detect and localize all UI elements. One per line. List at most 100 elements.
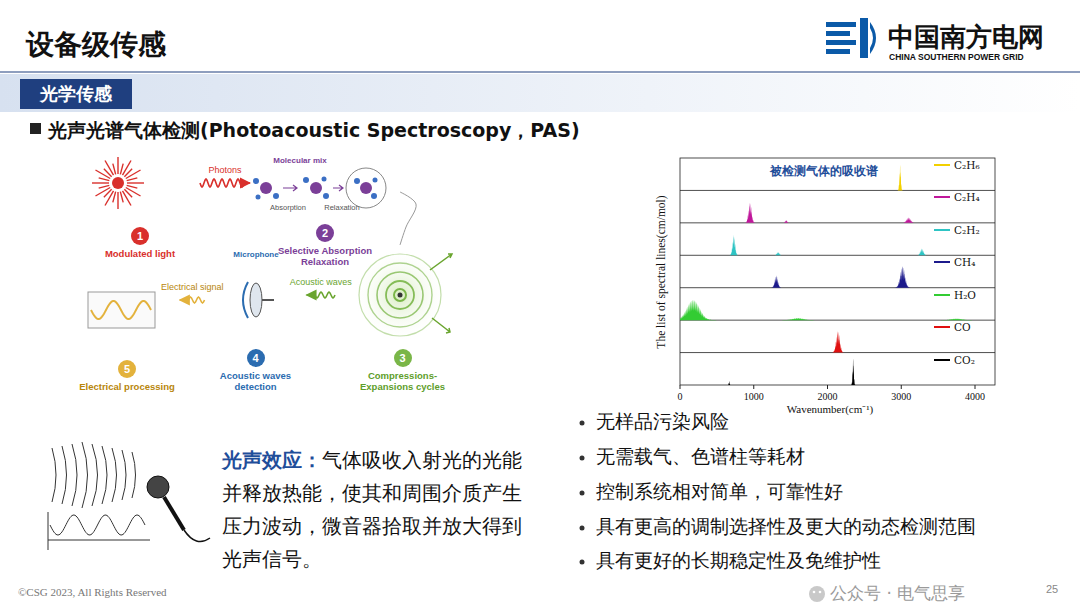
illustration-part bbox=[50, 515, 145, 535]
section-heading: 光声光谱气体检测(Photoacoustic Spectroscopy，PAS) bbox=[48, 119, 580, 142]
illustration-part bbox=[283, 185, 297, 191]
part-label: Microphone bbox=[233, 250, 278, 260]
illustration-part bbox=[680, 266, 975, 288]
header-band bbox=[0, 72, 1080, 112]
illustration-part bbox=[99, 185, 110, 188]
illustration-part bbox=[580, 456, 585, 461]
definition-paragraph: 光声效应：气体吸收入射光的光能并释放热能，使其和周围介质产生压力波动，微音器拾取… bbox=[222, 444, 534, 576]
illustration-part bbox=[95, 170, 110, 179]
callout-number: 1 bbox=[131, 227, 149, 245]
illustration-part bbox=[809, 586, 825, 602]
connector bbox=[180, 297, 205, 303]
illustration-part bbox=[0, 74, 1080, 112]
illustration-part bbox=[184, 530, 210, 542]
company-name-en: CHINA SOUTHERN POWER GRID bbox=[889, 52, 1024, 62]
electrical-signal-screen bbox=[88, 292, 155, 328]
watermark-icon bbox=[809, 586, 825, 602]
illustration-part bbox=[120, 164, 123, 175]
tick-label: 1000 bbox=[744, 391, 764, 403]
illustration-part bbox=[113, 192, 116, 203]
callout-number: 2 bbox=[316, 224, 334, 242]
illustration-part bbox=[813, 591, 816, 594]
illustration-part bbox=[48, 540, 150, 541]
feature-bullet: 控制系统相对简单，可靠性好 bbox=[596, 480, 843, 503]
callout-digit: 4 bbox=[247, 349, 265, 367]
illustration-part bbox=[680, 331, 975, 352]
illustration-part bbox=[430, 254, 452, 333]
legend-item: CH₄ bbox=[934, 256, 975, 268]
illustration-part bbox=[322, 177, 327, 182]
illustration-part bbox=[120, 192, 123, 203]
legend-text: CO bbox=[954, 321, 971, 333]
callout-number: 3 bbox=[394, 349, 412, 367]
connector bbox=[307, 292, 336, 298]
step-name: Compressions- Expansions cycles bbox=[343, 370, 463, 392]
illustration-part bbox=[826, 31, 850, 36]
illustration-part bbox=[580, 491, 585, 496]
illustration-part bbox=[354, 249, 446, 341]
connector bbox=[400, 192, 416, 245]
legend-item: C₂H₂ bbox=[934, 224, 980, 236]
microphone-icon bbox=[243, 282, 274, 318]
illustration-part bbox=[359, 254, 441, 336]
step-name: Acoustic waves detection bbox=[210, 370, 302, 392]
illustration-part bbox=[117, 192, 118, 209]
illustration-part bbox=[273, 193, 279, 199]
illustration-part bbox=[580, 560, 585, 565]
illustration-part bbox=[127, 178, 138, 181]
edge-label: Electrical signal bbox=[159, 282, 226, 292]
part-label: Relaxation bbox=[324, 203, 359, 212]
illustration-part bbox=[112, 177, 124, 189]
illustration-part bbox=[262, 299, 274, 301]
tick-label: 3000 bbox=[891, 391, 911, 403]
illustration-part bbox=[826, 49, 850, 54]
legend-item: CO₂ bbox=[934, 354, 975, 366]
callout-digit: 3 bbox=[394, 349, 412, 367]
callout-number: 4 bbox=[247, 349, 265, 367]
illustration-part bbox=[680, 300, 975, 321]
illustration-part bbox=[123, 160, 132, 175]
illustration-part bbox=[901, 385, 902, 389]
edge-label: Photons bbox=[206, 165, 243, 175]
callout-digit: 1 bbox=[131, 227, 149, 245]
illustration-part bbox=[680, 287, 995, 288]
illustration-part bbox=[113, 164, 116, 175]
illustration-part bbox=[680, 255, 995, 256]
axis-title: Wavenumber(cm⁻¹) bbox=[787, 403, 873, 416]
bullet-dots bbox=[580, 421, 585, 565]
feature-bullet: 具有更高的调制选择性及更大的动态检测范围 bbox=[596, 515, 976, 538]
illustration-part bbox=[253, 177, 378, 200]
illustration-part bbox=[123, 191, 132, 206]
legend-swatch bbox=[934, 196, 950, 198]
legend-text: C₂H₂ bbox=[954, 224, 980, 236]
illustration-part bbox=[680, 190, 995, 191]
illustration-part bbox=[260, 182, 272, 194]
legend-item: C₂H₄ bbox=[934, 191, 980, 203]
section-name: 光学传感 bbox=[40, 82, 112, 106]
copyright-note: ©CSG 2023, All Rights Reserved bbox=[18, 586, 167, 599]
absorption-spectrum-chart bbox=[680, 158, 995, 389]
illustration-part bbox=[117, 157, 118, 174]
legend-swatch bbox=[934, 359, 950, 361]
illustration-part bbox=[253, 178, 259, 184]
company-name: 中国南方电网 bbox=[888, 22, 1044, 53]
tick-label: 2000 bbox=[818, 391, 838, 403]
illustration-part bbox=[371, 193, 377, 199]
illustration-part bbox=[323, 193, 329, 199]
illustration-part bbox=[260, 182, 372, 194]
legend-text: CO₂ bbox=[954, 354, 975, 366]
legend-item: H₂O bbox=[934, 289, 976, 301]
illustration-part bbox=[256, 195, 261, 200]
illustration-part bbox=[333, 185, 343, 191]
legend-swatch bbox=[934, 326, 950, 328]
illustration-part bbox=[48, 512, 49, 550]
illustration-part bbox=[827, 385, 828, 389]
illustration-part bbox=[250, 283, 262, 317]
feature-bullet: 具有更好的长期稳定性及免维护性 bbox=[596, 549, 881, 572]
illustration-part bbox=[368, 263, 432, 327]
illustration-part bbox=[0, 71, 1080, 72]
process-step: 3Compressions- Expansions cycles bbox=[335, 245, 470, 395]
illustration-part bbox=[99, 178, 110, 181]
legend-item: C₂H₆ bbox=[934, 159, 980, 171]
